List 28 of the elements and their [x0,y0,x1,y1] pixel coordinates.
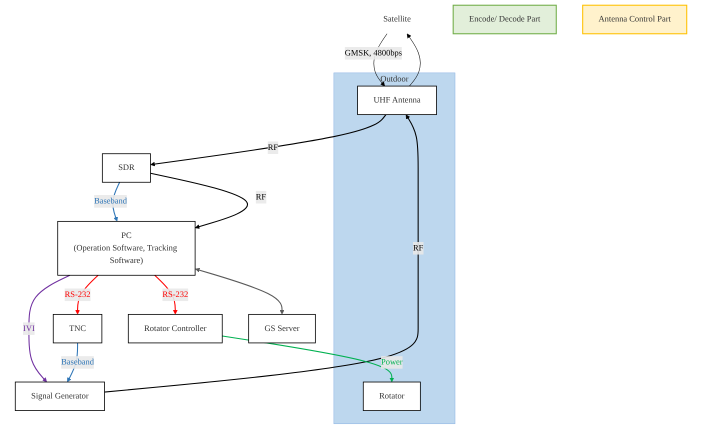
arrow [222,335,394,382]
arrow [28,274,70,382]
node-box: TNC [52,314,102,344]
edge-label: RF [256,192,266,202]
node-box: Antenna Control Part [582,4,688,34]
edge-label: RF [268,142,278,152]
edge-label: IVI [23,324,35,333]
node-box: Rotator [362,382,421,411]
node-box: Rotator Controller [128,314,223,344]
arrow [150,114,386,166]
node-box: SDR [102,153,151,183]
node-text: Satellite [383,14,411,24]
arrow [104,114,419,393]
edge-label: RS-232 [64,290,90,300]
edge-label: RF [412,244,424,253]
node-box: Signal Generator [14,382,105,411]
node-box: PC (Operation Software, Tracking Software) [57,220,196,276]
node-box: GS Server [248,314,316,344]
edge-label: RS-232 [162,290,188,300]
arrow [150,172,248,229]
edge-label: Baseband [94,196,127,206]
edge-label: Baseband [61,358,94,367]
edge-label: GMSK, 4800bps [344,48,402,58]
arrow [195,268,284,315]
node-box: UHF Antenna [357,86,437,116]
edge-label: Power [381,358,403,367]
arrow [406,34,420,86]
node-box: Encode/ Decode Part [452,4,557,34]
